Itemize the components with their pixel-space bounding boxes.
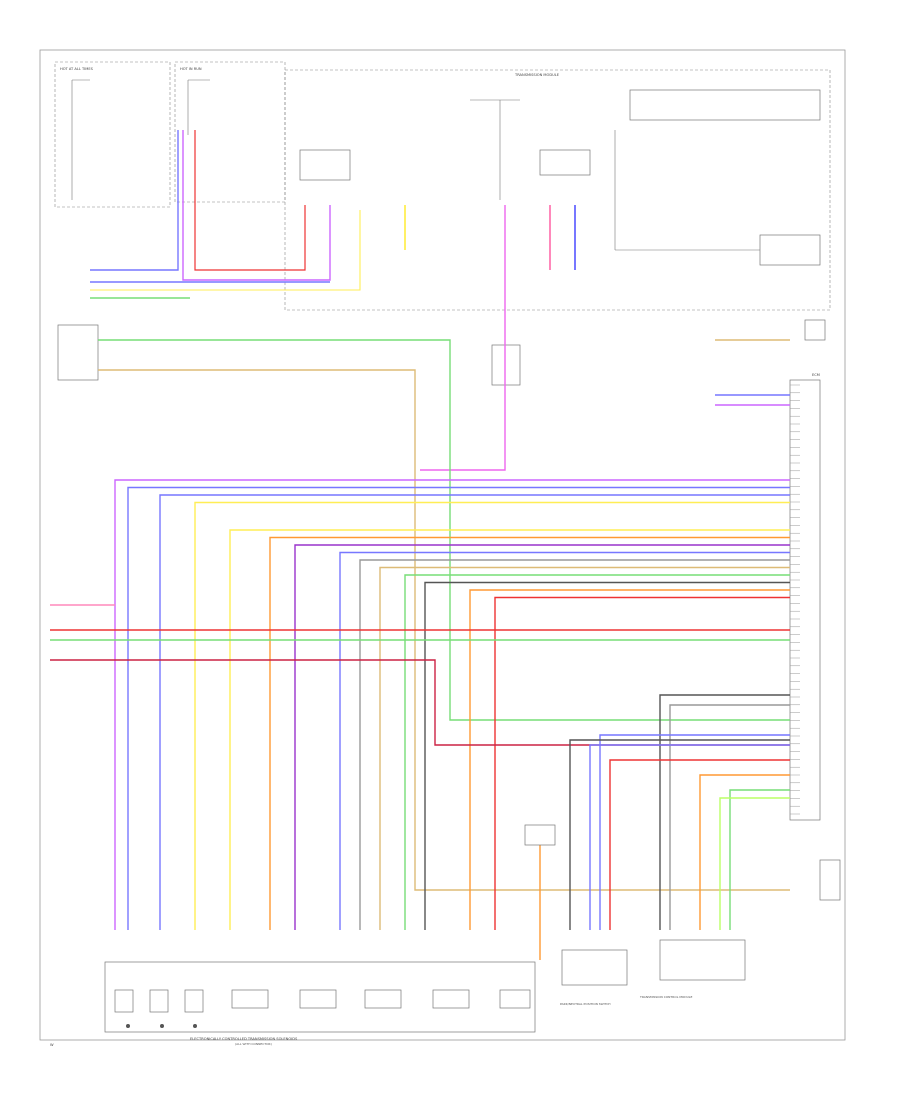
wire-orange2-bus — [469, 589, 790, 930]
wire-gray-tcm — [669, 704, 790, 930]
transmission-module-box — [284, 69, 831, 311]
wire-yellow-bus — [194, 501, 790, 930]
wire-yellow2-bus — [229, 529, 790, 930]
upper-left-label-1: HOT AT ALL TIMES — [60, 67, 94, 71]
solenoid-8 — [499, 989, 531, 1009]
solenoid-4 — [231, 989, 269, 1009]
ecm-pins — [790, 384, 800, 815]
ecm-label: ECM — [812, 373, 820, 377]
solenoid-3 — [184, 989, 204, 1013]
speed-sensor-box — [57, 324, 99, 381]
corner-label: W — [50, 1043, 54, 1047]
wire-orange-tcm — [699, 774, 790, 930]
solenoid-section: ELECTRONICALLY CONTROLLED TRANSMISSION S… — [104, 961, 536, 1046]
wire-blue2-bus — [159, 494, 790, 930]
wire-dark-tcm — [659, 694, 790, 930]
wire-violet-mid — [420, 205, 506, 471]
wire-violet-bus — [114, 479, 790, 930]
transmission-module-top: TRANSMISSION MODULE — [284, 69, 831, 386]
switch-box-top — [539, 149, 591, 176]
sensor-box-top — [299, 149, 351, 181]
solenoid-group-sublabel: (ALL WITH CONNECTOR) — [235, 1042, 272, 1046]
connector-box-mid — [491, 344, 521, 386]
ecm-block: ECM — [789, 373, 821, 821]
pnp-switch-connector — [561, 949, 628, 986]
solenoid-7 — [432, 989, 470, 1009]
upper-left-label-2: HOT IN RUN — [180, 67, 202, 71]
wire-darkred-left — [50, 659, 790, 746]
wire-blue-tcm2 — [589, 744, 790, 930]
power-supply-section: HOT AT ALL TIMES HOT IN RUN — [54, 61, 286, 208]
fuse-box-right — [174, 61, 286, 203]
wire-violet-upper — [182, 130, 331, 281]
pnp-switch-label: PARK/NEUTRAL POSITION SWITCH — [560, 1002, 611, 1006]
switch-box-right — [759, 234, 821, 266]
solenoid-6 — [364, 989, 402, 1009]
solenoid-5 — [299, 989, 337, 1009]
wire-blue-bus — [127, 486, 790, 930]
wire-red-tcm — [609, 759, 790, 930]
wire-red-upper — [194, 130, 306, 271]
fuse-box-left — [54, 61, 171, 208]
tcm-connector — [659, 939, 746, 981]
solenoid-group-frame — [104, 961, 536, 1033]
wire-tan-bus — [379, 566, 790, 930]
wire-orange-bus — [269, 536, 790, 930]
wire-lime-tcm — [719, 797, 790, 930]
wire-blue-tcm1 — [599, 734, 790, 930]
wire-gray2-bus — [424, 581, 790, 930]
tcm-label: TRANSMISSION CONTROL MODULE — [639, 995, 692, 999]
wire-yellow-h — [90, 210, 361, 291]
sensor-bottom — [524, 824, 556, 846]
wire-dark2-tcm — [569, 739, 790, 930]
ground-symbols — [126, 1024, 197, 1028]
solenoid-1 — [114, 989, 134, 1013]
wire-blue3-bus — [339, 551, 790, 930]
diagram-frame — [39, 49, 846, 1041]
ecm-connector-block — [789, 379, 821, 821]
right-bottom-connector — [819, 859, 841, 901]
module-title: TRANSMISSION MODULE — [514, 73, 560, 77]
solenoid-2 — [149, 989, 169, 1013]
wire-purple-bus — [294, 544, 790, 930]
wire-harness — [50, 130, 790, 960]
wire-red-bus — [494, 596, 790, 930]
right-small-connector — [804, 319, 826, 341]
wire-green-bus — [404, 574, 790, 930]
wire-gray-bus — [359, 559, 790, 930]
relay-block — [629, 89, 821, 121]
solenoid-group-label: ELECTRONICALLY CONTROLLED TRANSMISSION S… — [190, 1037, 298, 1041]
wire-blue-upper — [90, 130, 179, 271]
wire-green-tcm — [729, 789, 790, 930]
